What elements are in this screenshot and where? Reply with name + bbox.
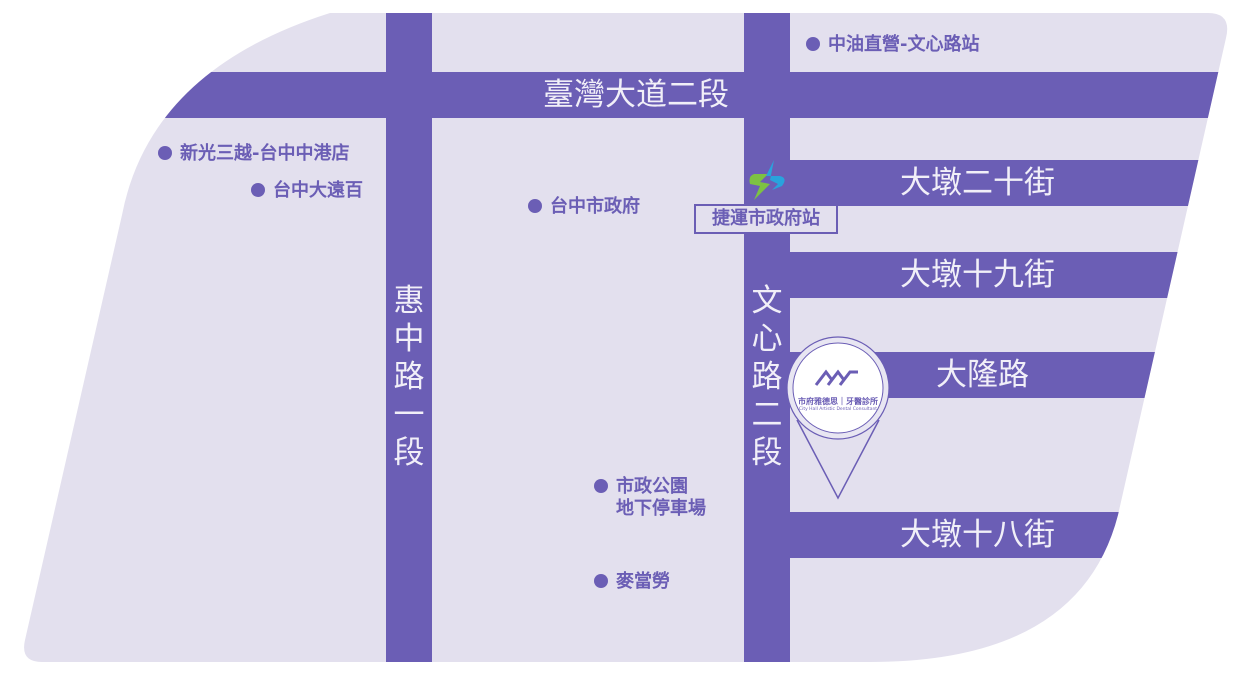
landmark-cityhall: 台中市政府 [528, 196, 640, 218]
road-huizhong [386, 13, 432, 662]
landmark-fareastern: 台中大遠百 [251, 180, 363, 202]
road-label-dalong: 大隆路 [936, 357, 1029, 393]
landmark-cpc: 中油直營-文心路站 [806, 34, 979, 56]
landmark-label: 新光三越-台中中港店 [180, 143, 350, 164]
landmark-parking: 市政公園地下停車場 [594, 476, 706, 520]
road-label-wenxin: 文心路二段 [751, 283, 783, 471]
location-dot-icon [528, 199, 542, 213]
clinic-logo-icon [814, 369, 858, 386]
clinic-name-zh: 市府雅德思｜牙醫診所 [798, 397, 878, 406]
landmark-label-line2: 地下停車場 [616, 498, 706, 519]
road-label-taiwan-blvd: 臺灣大道二段 [543, 77, 729, 113]
location-dot-icon [594, 574, 608, 588]
road-dadun19 [790, 252, 1228, 298]
landmark-label: 市政公園 [616, 476, 688, 497]
road-dadun20 [790, 160, 1228, 206]
landmark-label: 台中市政府 [550, 196, 640, 217]
location-dot-icon [806, 37, 820, 51]
clinic-name-en: City Hall Artistic Dental Consultant [798, 407, 878, 412]
location-dot-icon [251, 183, 265, 197]
road-label-dadun20: 大墩二十街 [900, 165, 1055, 201]
location-dot-icon [594, 479, 608, 493]
road-label-dadun19: 大墩十九街 [900, 257, 1055, 293]
landmark-label: 中油直營-文心路站 [828, 34, 980, 55]
landmark-label: 麥當勞 [616, 571, 670, 592]
landmark-shinkong: 新光三越-台中中港店 [158, 143, 349, 165]
road-taiwan-blvd [24, 72, 1228, 118]
location-dot-icon [158, 146, 172, 160]
road-label-dadun18: 大墩十八街 [900, 517, 1055, 553]
road-wenxin [744, 13, 790, 662]
metro-station-label: 捷運市政府站 [694, 204, 838, 234]
landmark-label: 台中大遠百 [273, 180, 363, 201]
clinic-location-pin[interactable] [786, 336, 890, 500]
road-label-huizhong: 惠中路一段 [393, 283, 425, 471]
landmark-mcd: 麥當勞 [594, 571, 670, 593]
metro-logo-icon [749, 160, 785, 200]
